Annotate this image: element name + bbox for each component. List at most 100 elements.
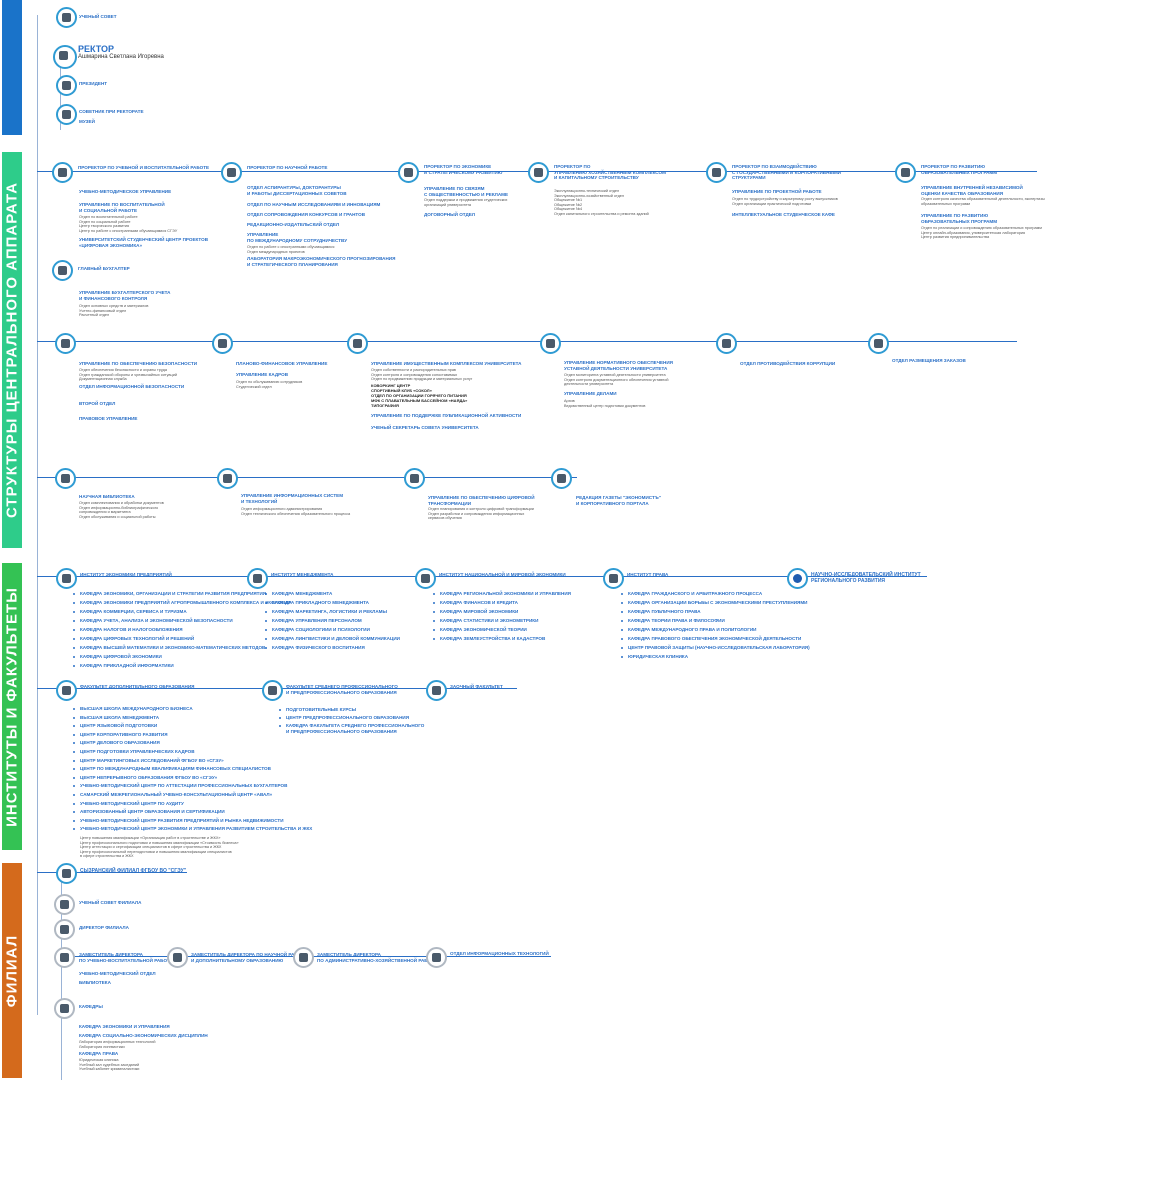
- list-item[interactable]: КАФЕДРА РЕГИОНАЛЬНОЙ ЭКОНОМИКИ И УПРАВЛЕ…: [440, 591, 571, 596]
- list-item[interactable]: КАФЕДРА МЕЖДУНАРОДНОГО ПРАВА И ПОЛИТОЛОГ…: [628, 627, 757, 632]
- list-item[interactable]: КАФЕДРА СТАТИСТИКИ И ЭКОНОМЕТРИКИ: [440, 618, 539, 623]
- vp-sci-item[interactable]: ЛАБОРАТОРИЯ МАКРОЭКОНОМИЧЕСКОГО ПРОГНОЗИ…: [247, 256, 396, 267]
- security-item[interactable]: ОТДЕЛ ИНФОРМАЦИОННОЙ БЕЗОПАСНОСТИ: [79, 384, 185, 389]
- infosys-label[interactable]: УПРАВЛЕНИЕ ИНФОРМАЦИОННЫХ СИСТЕМ И ТЕХНО…: [241, 493, 344, 504]
- list-item[interactable]: КАФЕДРА ГРАЖДАНСКОГО И АРБИТРАЖНОГО ПРОЦ…: [628, 591, 763, 596]
- branch-title[interactable]: СЫЗРАНСКИЙ ФИЛИАЛ ФГБОУ ВО "СГЭУ": [80, 868, 187, 874]
- list-item[interactable]: КАФЕДРА СОЦИОЛОГИИИ И ПСИХОЛОГИИ: [272, 627, 370, 632]
- list-item[interactable]: ЦЕНТР НЕПРЕРЫВНОГО ОБРАЗОВАНИЯ ФГБОУ ВО …: [80, 774, 218, 780]
- list-item[interactable]: ЦЕНТР ПРАВОВОЙ ЗАЩИТЫ (НАУЧНО-ИССЛЕДОВАТ…: [628, 645, 810, 650]
- list-item[interactable]: АВТОРИЗОВАННЫЙ ЦЕНТР ОБРАЗОВАНИЯ И СЕРТИ…: [80, 809, 225, 815]
- property-label[interactable]: УПРАВЛЕНИЕ ИМУЩЕСТВЕННЫМ КОМПЛЕКСОМ УНИВ…: [371, 361, 522, 366]
- vp-sci-label[interactable]: ПРОРЕКТОР ПО НАУЧНОЙ РАБОТЕ: [247, 165, 328, 170]
- list-item[interactable]: УЧЕБНО-МЕТОДИЧЕСКИЙ ЦЕНТР ПО АТТЕСТАЦИИ …: [80, 783, 288, 789]
- list-item[interactable]: ЦЕНТР ЯЗЫКОВОЙ ПОДГОТОВКИ: [80, 723, 158, 729]
- library-label[interactable]: НАУЧНАЯ БИБЛИОТЕКА: [79, 494, 135, 499]
- vp-gov-label[interactable]: ПРОРЕКТОР ПО ВЗАИМОДЕЙСТВИЮ С ГОСУДАРСТВ…: [732, 164, 842, 181]
- list-item[interactable]: КАФЕДРА ЦИФРОВОЙ ЭКОНОМИКИ: [80, 654, 162, 659]
- list-item[interactable]: КАФЕДРА ПРАВОВОГО ОБЕСПЕЧЕНИЯ ЭКОНОМИЧЕС…: [628, 636, 802, 641]
- digital-label[interactable]: УПРАВЛЕНИЕ ПО ОБЕСПЕЧЕНИЮ ЦИФРОВОЙ ТРАНС…: [428, 495, 535, 506]
- affairs-label[interactable]: УПРАВЛЕНИЕ ДЕЛАМИ: [564, 391, 617, 396]
- planning-label[interactable]: ПЛАНОВО-ФИНАНСОВОЕ УПРАВЛЕНИЕ: [236, 361, 328, 366]
- vp-econ-label[interactable]: ПРОРЕКТОР ПО ЭКОНОМИКЕ И СТРАТЕГИЧЕСКОМУ…: [424, 164, 503, 175]
- list-item[interactable]: КАФЕДРА ПРИКЛАДНОГО МЕНЕДЖМЕНТА: [272, 600, 369, 605]
- list-item[interactable]: КАФЕДРА МАРКЕТИНГА, ЛОГИСТИКИ И РЕКЛАМЫ: [272, 609, 387, 614]
- president-label[interactable]: ПРЕЗИДЕНТ: [79, 81, 108, 86]
- list-item[interactable]: КАФЕДРА ТЕОРИИ ПРАВА И ФИЛОСОФИИ: [628, 618, 725, 623]
- list-item[interactable]: КАФЕДРА ВЫСШЕЙ МАТЕМАТИКИ И ЭКОНОМИКО-МА…: [80, 645, 266, 650]
- vp-sci-item[interactable]: РЕДАКЦИОННО-ИЗДАТЕЛЬСКИЙ ОТДЕЛ: [247, 222, 340, 227]
- list-item[interactable]: КАФЕДРА ЭКОНОМИЧЕСКОЙ ТЕОРИИ: [440, 627, 527, 632]
- orders-label[interactable]: ОТДЕЛ РАЗМЕЩЕНИЯ ЗАКАЗОВ: [892, 358, 966, 363]
- list-item[interactable]: КАФЕДРА КОММЕРЦИИ, СЕРВИСА И ТУРИЗМА: [80, 609, 187, 614]
- list-item[interactable]: КАФЕДРА ЗЕМЛЕУСТРОЙСТВА И КАДАСТРОВ: [440, 636, 546, 641]
- hr-label[interactable]: УПРАВЛЕНИЕ КАДРОВ: [236, 372, 289, 377]
- list-item[interactable]: КАФЕДРА ПУБЛИЧНОГО ПРАВА: [628, 609, 701, 614]
- advisor-label[interactable]: СОВЕТНИК ПРИ РЕКТОРАТЕ: [79, 109, 144, 114]
- list-item[interactable]: САМАРСКИЙ МЕЖРЕГИОНАЛЬНЫЙ УЧЕБНО-КОНСУЛЬ…: [80, 792, 273, 797]
- list-item[interactable]: КАФЕДРА МЕНЕДЖМЕНТА: [272, 591, 333, 596]
- vp-econ-item[interactable]: ДОГОВОРНЫЙ ОТДЕЛ: [424, 212, 476, 217]
- security-label[interactable]: УПРАВЛЕНИЕ ПО ОБЕСПЕЧЕНИЮ БЕЗОПАСНОСТИ: [79, 361, 198, 366]
- vp-gov-item[interactable]: ИНТЕЛЛЕКТУАЛЬНОЕ СТУДЕНЧЕСКОЕ КАФЕ: [732, 212, 835, 217]
- security-item[interactable]: ВТОРОЙ ОТДЕЛ: [79, 401, 116, 406]
- vp-gov-item[interactable]: УПРАВЛЕНИЕ ПО ПРОЕКТНОЙ РАБОТЕ: [732, 189, 822, 194]
- inst-management-label[interactable]: ИНСТИТУТ МЕНЕДЖМЕНТА: [271, 572, 334, 577]
- corruption-label[interactable]: ОТДЕЛ ПРОТИВОДЕЙСТВИЯ КОРРУПЦИИ: [740, 361, 836, 366]
- chief-acc-label[interactable]: ГЛАВНЫЙ БУХГАЛТЕР: [78, 266, 130, 271]
- branch-director-label[interactable]: ДИРЕКТОР ФИЛИАЛА: [79, 925, 129, 930]
- museum-label[interactable]: МУЗЕЙ: [79, 119, 95, 124]
- inst-national-label[interactable]: ИНСТИТУТ НАЦИОНАЛЬНОЙ И МИРОВОЙ ЭКОНОМИК…: [439, 572, 566, 577]
- vp-sci-item[interactable]: ОТДЕЛ ПО НАУЧНЫМ ИССЛЕДОВАНИЯМ И ИННОВАЦ…: [247, 202, 381, 207]
- list-item[interactable]: ВЫСШАЯ ШКОЛА МЕЖДУНАРОДНОГО БИЗНЕСА: [80, 706, 193, 711]
- list-item[interactable]: ЦЕНТР ПРЕДПРОФЕССИОНАЛЬНОГО ОБРАЗОВАНИЯ: [286, 715, 410, 720]
- vp-hous-label[interactable]: ПРОРЕКТОР ПО УПРАВЛЕНИЮ ХОЗЯЙСТВЕННЫМ КО…: [554, 164, 666, 181]
- fac-ext-label[interactable]: ЗАОЧНЫЙ ФАКУЛЬТЕТ: [450, 684, 503, 689]
- list-item[interactable]: КАФЕДРА ПРИКЛАДНОЙ ИНФОРМАТИКИ: [80, 663, 174, 668]
- council-label[interactable]: УЧЕНЫЙ СОВЕТ: [79, 14, 117, 19]
- list-item[interactable]: ЦЕНТР МАРКЕТИНГОВЫХ ИССЛЕДОВАНИЙ ФГБОУ В…: [80, 757, 224, 763]
- property-item[interactable]: УПРАВЛЕНИЕ ПО ПОДДЕРЖКЕ ПУБЛИКАЦИОННОЙ А…: [371, 413, 522, 418]
- list-item[interactable]: КАФЕДРА ФИЗИЧЕСКОГО ВОСПИТАНИЯ: [272, 645, 365, 650]
- dep1-item[interactable]: БИБЛИОТЕКА: [79, 980, 111, 985]
- chair-item[interactable]: КАФЕДРА СОЦИАЛЬНО-ЭКОНОМИЧЕСКИХ ДИСЦИПЛИ…: [79, 1033, 208, 1038]
- rector-title[interactable]: РЕКТОР: [78, 44, 114, 54]
- it-label[interactable]: ОТДЕЛ ИНФОРМАЦИОННЫХ ТЕХНОЛОГИЙ: [450, 951, 549, 956]
- list-item[interactable]: ПОДГОТОВИТЕЛЬНЫЕ КУРСЫ: [286, 707, 357, 712]
- vp-edu-item[interactable]: УНИВЕРСИТЕТСКИЙ СТУДЕНЧЕСКИЙ ЦЕНТР ПРОЕК…: [79, 237, 209, 248]
- vp-edu-item[interactable]: УЧЕБНО-МЕТОДИЧЕСКОЕ УПРАВЛЕНИЕ: [79, 189, 172, 194]
- fac-add-label[interactable]: ФАКУЛЬТЕТ ДОПОЛНИТЕЛЬНОГО ОБРАЗОВАНИЯ: [80, 684, 195, 689]
- list-item[interactable]: КАФЕДРА МИРОВОЙ ЭКОНОМИКИ: [440, 609, 519, 614]
- chair-item[interactable]: КАФЕДРА ПРАВА: [79, 1051, 119, 1056]
- normative-label[interactable]: УПРАВЛЕНИЕ НОРМАТИВНОГО ОБЕСПЕЧЕНИЯ УСТА…: [564, 360, 673, 371]
- vp-sci-item[interactable]: УПРАВЛЕНИЕ ПО МЕЖДУНАРОДНОМУ СОТРУДНИЧЕС…: [247, 232, 348, 243]
- list-item[interactable]: КАФЕДРА ЭКОНОМИКИ ПРЕДПРИЯТИЙ АГРОПРОМЫШ…: [80, 600, 291, 605]
- list-item[interactable]: ЦЕНТР ПО МЕЖДУНАРОДНЫМ КВАЛИФИКАЦИЯМ ФИН…: [80, 766, 271, 772]
- list-item[interactable]: УЧЕБНО-МЕТОДИЧЕСКИЙ ЦЕНТР РАЗВИТИЯ ПРЕДП…: [80, 817, 284, 823]
- list-item[interactable]: КАФЕДРА ЛИНГВИСТИКИ И ДЕЛОВОЙ КОММУНИКАЦ…: [272, 636, 400, 641]
- list-item[interactable]: КАФЕДРА ФИНАНСОВ И КРЕДИТА: [440, 600, 518, 605]
- branch-council-label[interactable]: УЧЕНЫЙ СОВЕТ ФИЛИАЛА: [79, 900, 142, 905]
- vp-dev-label[interactable]: ПРОРЕКТОР ПО РАЗВИТИЮ ОБРАЗОВАТЕЛЬНЫХ ПР…: [921, 164, 998, 175]
- chair-item[interactable]: КАФЕДРА ЭКОНОМИКИ И УПРАВЛЕНИЯ: [79, 1024, 170, 1029]
- security-item[interactable]: ПРАВОВОЕ УПРАВЛЕНИЕ: [79, 416, 138, 421]
- inst-research-label[interactable]: НАУЧНО-ИССЛЕДОВАТЕЛЬСКИЙ ИНСТИТУТ РЕГИОН…: [811, 572, 921, 584]
- list-item[interactable]: ЦЕНТР КОРПОРАТИВНОГО РАЗВИТИЯ: [80, 731, 168, 737]
- list-item[interactable]: КАФЕДРА ЭКОНОМИКИ, ОРГАНИЗАЦИИ И СТРАТЕГ…: [80, 591, 267, 596]
- list-item[interactable]: КАФЕДРА УПРАВЛЕНИЯ ПЕРСОНАЛОМ: [272, 618, 362, 623]
- chief-acc-item[interactable]: УПРАВЛЕНИЕ БУХГАЛТЕРСКОГО УЧЕТА И ФИНАНС…: [79, 290, 171, 301]
- vp-dev-item[interactable]: УПРАВЛЕНИЕ ВНУТРЕННЕЙ НЕЗАВИСИМОЙ ОЦЕНКИ…: [921, 185, 1023, 196]
- list-item[interactable]: ЦЕНТР ПОДГОТОВКИ УПРАВЛЕНЧЕСКИХ КАДРОВ: [80, 749, 195, 754]
- vp-dev-item[interactable]: УПРАВЛЕНИЕ ПО РАЗВИТИЮ ОБРАЗОВАТЕЛЬНЫХ П…: [921, 213, 998, 224]
- list-item[interactable]: УЧЕБНО-МЕТОДИЧЕСКИЙ ЦЕНТР ПО АУДИТУ: [80, 800, 184, 806]
- fac-spo-label[interactable]: ФАКУЛЬТЕТ СРЕДНЕГО ПРОФЕССИОНАЛЬНОГО И П…: [286, 684, 398, 695]
- dep1-item[interactable]: УЧЕБНО-МЕТОДИЧЕСКИЙ ОТДЕЛ: [79, 971, 156, 976]
- list-item[interactable]: КАФЕДРА НАЛОГОВ И НАЛОГООБЛОЖЕНИЯ: [80, 627, 183, 632]
- list-item[interactable]: УЧЕБНО-МЕТОДИЧЕСКИЙ ЦЕНТР ЭКОНОМИКИ И УП…: [80, 826, 313, 832]
- dep1-label[interactable]: ЗАМЕСТИТЕЛЬ ДИРЕКТОРА ПО УЧЕБНО-ВОСПИТАТ…: [79, 952, 173, 963]
- vp-econ-item[interactable]: УПРАВЛЕНИЕ ПО СВЯЗЯМ С ОБЩЕСТВЕННОСТЬЮ И…: [424, 186, 509, 197]
- inst-law-label[interactable]: ИНСТИТУТ ПРАВА: [627, 572, 669, 577]
- vp-edu-item[interactable]: УПРАВЛЕНИЕ ПО ВОСПИТАТЕЛЬНОЙ И СОЦИАЛЬНО…: [79, 202, 165, 213]
- list-item[interactable]: КАФЕДРА УЧЕТА, АНАЛИЗА И ЭКОНОМИЧЕСКОЙ Б…: [80, 618, 233, 623]
- property-item[interactable]: УЧЕНЫЙ СЕКРЕТАРЬ СОВЕТА УНИВЕРСИТЕТА: [371, 425, 479, 430]
